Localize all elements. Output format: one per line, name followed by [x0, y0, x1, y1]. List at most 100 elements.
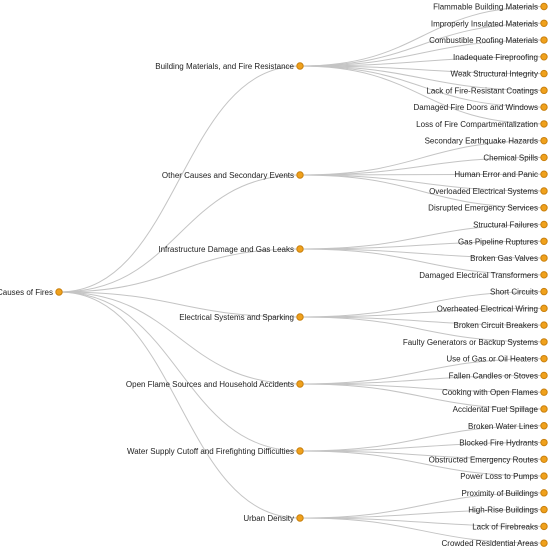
node-dot [540, 153, 548, 162]
link-category-to-cause [299, 425, 545, 452]
cause-node: Broken Water Lines [468, 422, 548, 431]
cause-node: Accidental Fuel Spillage [453, 405, 548, 414]
cause-node: Obstructed Emergency Routes [429, 455, 548, 464]
category-node: Infrastructure Damage and Gas Leaks [158, 245, 304, 254]
link-category-to-cause [299, 509, 545, 519]
node-dot [540, 354, 548, 363]
category-node: Open Flame Sources and Household Acciden… [126, 380, 304, 389]
category-node: Urban Density [243, 514, 304, 523]
cause-node: Short Circuits [490, 287, 548, 297]
node-dot [540, 388, 548, 396]
node-dot [540, 86, 548, 95]
cause-node: Faulty Generators or Backup Systems [403, 338, 548, 347]
link-category-to-cause [299, 316, 545, 326]
node-dot [540, 321, 548, 329]
node-label: Causes of Fires [0, 288, 53, 297]
node-label: Broken Gas Valves [470, 254, 538, 263]
category-node: Building Materials, and Fire Resistance [155, 62, 304, 71]
node-label: Use of Gas or Oil Heaters [446, 355, 538, 364]
cause-node: Human Error and Panic [454, 170, 548, 179]
node-dot [540, 2, 548, 11]
cause-node: Flammable Building Materials [433, 2, 548, 12]
link-root-to-category [58, 291, 301, 519]
cause-node: Broken Gas Valves [470, 254, 548, 263]
node-label: Overloaded Electrical Systems [429, 187, 538, 196]
cause-node: Crowded Residential Areas [442, 539, 548, 548]
link-category-to-cause [299, 65, 545, 91]
cause-node: Structural Failures [473, 221, 548, 230]
cause-node: Gas Pipeline Ruptures [458, 237, 548, 246]
category-node: Water Supply Cutoff and Firefighting Dif… [127, 447, 304, 456]
cause-node: Overheated Electrical Wiring [437, 304, 548, 313]
cause-node: Lack of Fire-Resistant Coatings [426, 86, 548, 95]
node-label: Crowded Residential Areas [442, 539, 539, 548]
node-dot [540, 455, 548, 463]
node-dot [540, 103, 548, 111]
link-root-to-category [58, 291, 301, 385]
link-category-to-cause [299, 224, 545, 250]
link-category-to-cause [299, 56, 545, 67]
node-label: Fallen Candles or Stoves [449, 371, 538, 380]
node-dot [540, 254, 548, 262]
node-dot [540, 371, 548, 380]
link-category-to-cause [299, 174, 545, 192]
node-dot [296, 514, 304, 522]
node-label: Faulty Generators or Backup Systems [403, 338, 538, 347]
cause-node: High-Rise Buildings [468, 506, 548, 515]
cause-node: Power Loss to Pumps [460, 472, 548, 481]
cause-node: Fallen Candles or Stoves [449, 371, 548, 380]
node-label: Proximity of Buildings [462, 489, 538, 498]
node-dot [296, 313, 304, 321]
link-root-to-category [58, 65, 301, 293]
cause-node: Broken Circuit Breakers [454, 321, 548, 330]
node-label: Lack of Fire-Resistant Coatings [426, 86, 538, 95]
node-label: Human Error and Panic [454, 170, 538, 179]
link-category-to-cause [299, 248, 545, 276]
cause-node: Disrupted Emergency Services [428, 204, 548, 213]
node-dot [540, 422, 548, 430]
node-label: Chemical Spills [483, 153, 538, 162]
cause-node: Chemical Spills [483, 153, 548, 162]
cause-node: Inadequate Fireproofing [453, 53, 548, 62]
link-category-to-cause [299, 442, 545, 452]
link-category-to-cause [299, 240, 545, 250]
node-dot [540, 539, 548, 547]
node-label: Inadequate Fireproofing [453, 53, 538, 62]
node-dot [540, 19, 548, 27]
node-label: Infrastructure Damage and Gas Leaks [158, 245, 294, 254]
link-root-to-category [58, 291, 301, 452]
node-label: Disrupted Emergency Services [428, 204, 538, 213]
link-category-to-cause [299, 374, 545, 385]
node-label: Other Causes and Secondary Events [162, 171, 294, 180]
cause-node: Damaged Fire Doors and Windows [414, 103, 548, 112]
link-category-to-cause [299, 291, 545, 318]
cause-node: Cooking with Open Flames [442, 388, 548, 397]
node-dot [540, 271, 548, 279]
link-root-to-category [58, 174, 301, 293]
link-category-to-cause [299, 65, 545, 75]
link-category-to-cause [299, 156, 545, 176]
node-dot [540, 287, 548, 296]
node-dot [540, 170, 548, 178]
node-label: Broken Water Lines [468, 422, 538, 431]
link-category-to-cause [299, 140, 545, 176]
node-label: Electrical Systems and Sparking [179, 313, 294, 322]
node-dot [540, 304, 548, 313]
cause-node: Blocked Fire Hydrants [459, 439, 548, 448]
node-dot [540, 338, 548, 346]
node-label: Broken Circuit Breakers [454, 321, 538, 330]
node-dot [55, 288, 63, 296]
link-root-to-category [58, 248, 301, 293]
link-category-to-cause [299, 358, 545, 385]
node-dot [540, 204, 548, 212]
node-label: Water Supply Cutoff and Firefighting Dif… [127, 447, 294, 456]
node-dot [540, 36, 548, 44]
link-root-to-category [58, 291, 301, 318]
link-category-to-cause [299, 383, 545, 410]
cause-node: Use of Gas or Oil Heaters [446, 354, 548, 364]
node-label: Accidental Fuel Spillage [453, 405, 539, 414]
node-dot [540, 136, 548, 145]
node-label: Flammable Building Materials [433, 3, 538, 12]
node-label: Overheated Electrical Wiring [437, 304, 538, 313]
